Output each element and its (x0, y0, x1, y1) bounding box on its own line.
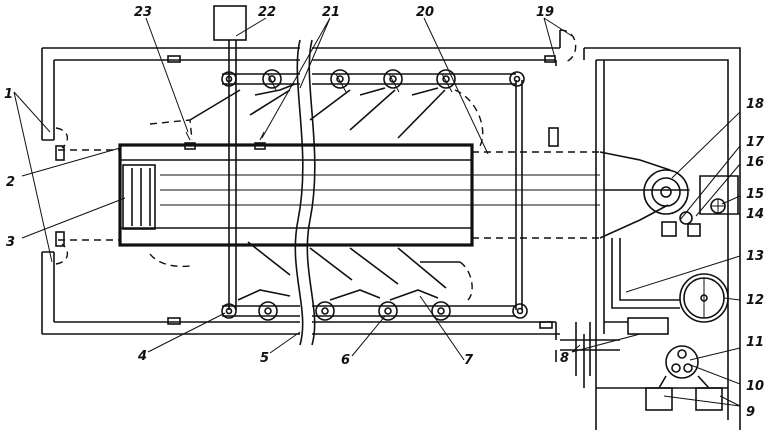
label-22: 22 (258, 5, 276, 20)
label-5: 5 (260, 351, 269, 366)
chamber-walls (41, 29, 741, 430)
label-9: 9 (746, 405, 755, 420)
bottom-pulleys (221, 301, 528, 321)
motor-22-box (213, 5, 247, 41)
drum-assembly (604, 169, 739, 237)
fan-assembly (611, 238, 729, 323)
label-12: 12 (746, 293, 764, 308)
label-16: 16 (746, 155, 764, 170)
label-8: 8 (560, 351, 569, 366)
label-6: 6 (341, 353, 350, 368)
label-10: 10 (746, 379, 764, 394)
label-18: 18 (746, 97, 764, 112)
label-3: 3 (6, 235, 15, 250)
transmission-rods (213, 5, 523, 317)
lower-blades (149, 241, 473, 301)
label-11: 11 (746, 335, 764, 350)
label-4: 4 (137, 349, 147, 364)
top-pulleys (221, 69, 525, 89)
leader-lines (13, 17, 741, 407)
label-20: 20 (416, 5, 434, 20)
label-19: 19 (536, 5, 554, 20)
central-tube (58, 143, 690, 247)
label-2: 2 (6, 175, 15, 190)
label-15: 15 (746, 187, 764, 202)
label-1: 1 (4, 87, 13, 102)
label-21: 21 (322, 5, 340, 20)
label-13: 13 (746, 249, 764, 264)
label-7: 7 (464, 353, 474, 368)
label-17: 17 (746, 135, 765, 150)
pump-group (560, 317, 723, 411)
callout-labels: 1 2 3 4 5 6 7 8 9 10 11 12 13 14 15 16 1… (4, 5, 765, 420)
label-23: 23 (134, 5, 152, 20)
sensors (167, 55, 559, 329)
label-14: 14 (746, 207, 764, 222)
